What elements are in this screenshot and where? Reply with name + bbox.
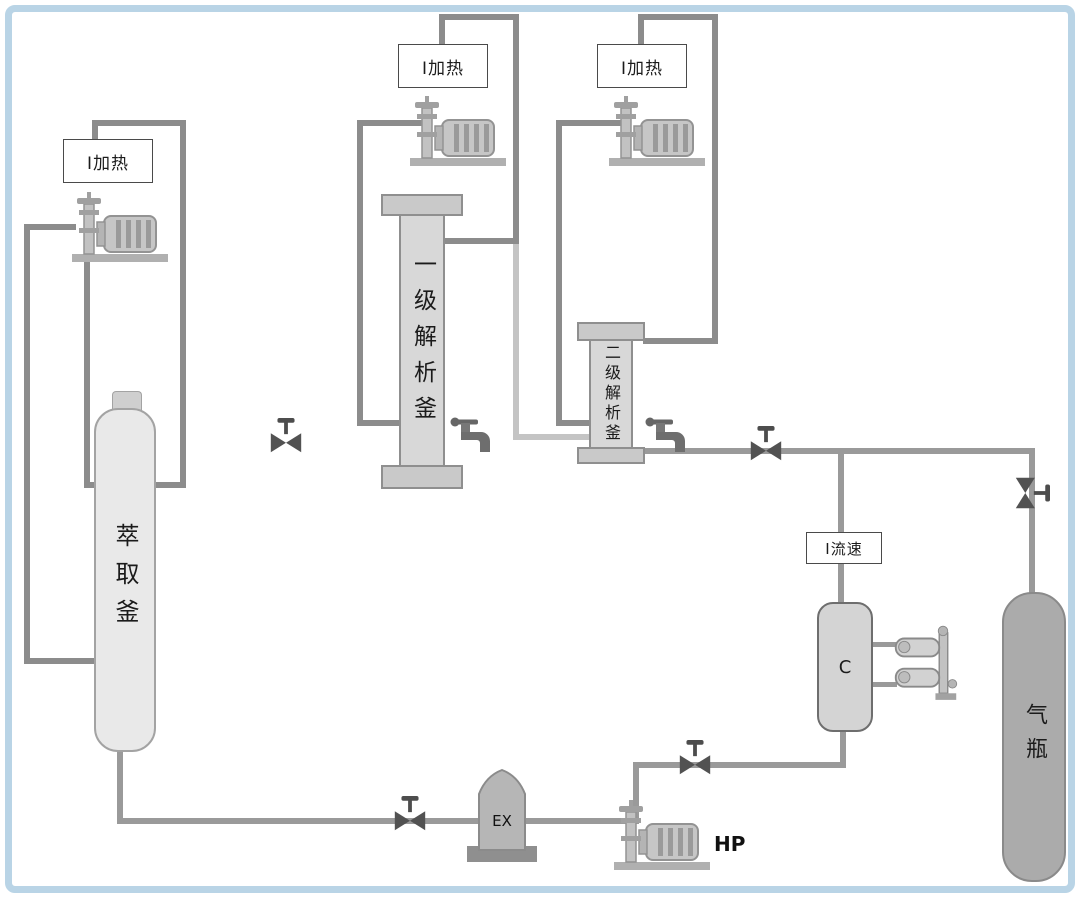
- extraction-vessel: 萃取釜: [94, 408, 156, 752]
- heater-box-left: Ⅰ加热: [63, 139, 153, 183]
- pipe: [84, 258, 90, 488]
- circulation-pump-left-icon: [70, 192, 170, 268]
- pipe: [867, 642, 897, 647]
- heater-box-left-label: Ⅰ加热: [86, 153, 129, 174]
- extraction-vessel-neck: [112, 391, 142, 411]
- pipe: [1029, 448, 1035, 594]
- faucet-icon-separator1: [448, 412, 502, 470]
- circulation-pump-right-icon: [607, 96, 707, 172]
- pipe: [24, 224, 76, 230]
- expander-unit: EX: [475, 768, 529, 852]
- pipe: [556, 120, 622, 126]
- condenser-label: C: [838, 656, 852, 678]
- pipe: [556, 420, 591, 426]
- pipe: [92, 120, 98, 142]
- heater-box-middle: Ⅰ加热: [398, 44, 488, 88]
- pipe: [556, 120, 562, 426]
- pipe: [357, 420, 401, 426]
- secondary-separator-column: 二级解析釜: [589, 335, 633, 453]
- pipe: [513, 14, 519, 244]
- pipe: [24, 224, 30, 664]
- pipe: [638, 14, 718, 20]
- heater-box-right: Ⅰ加热: [597, 44, 687, 88]
- pipe: [840, 726, 846, 768]
- pipe: [638, 14, 644, 46]
- pipe: [867, 682, 897, 687]
- extraction-vessel-label: 萃取釜: [111, 523, 139, 637]
- heater-box-middle-label: Ⅰ加热: [421, 58, 464, 79]
- heater-box-right-label: Ⅰ加热: [620, 58, 663, 79]
- expander-label: EX: [492, 812, 512, 830]
- pipe: [712, 14, 718, 344]
- primary-separator-column: 一级解析釜: [399, 212, 445, 471]
- high-pressure-pump-label: HP: [714, 832, 746, 856]
- pipe: [443, 238, 515, 244]
- pipe: [117, 818, 639, 824]
- valve-icon-extractor-outlet: [267, 416, 305, 462]
- pipe: [513, 244, 519, 440]
- pipe: [24, 658, 98, 664]
- primary-separator-bottom-flange: [381, 465, 463, 489]
- secondary-separator-bottom-flange: [577, 447, 645, 464]
- gas-cylinder: 气瓶: [1002, 592, 1066, 882]
- gas-cylinder-label: 气瓶: [1022, 703, 1047, 771]
- pipe: [633, 762, 639, 824]
- flow-meter-label: Ⅰ流速: [825, 539, 863, 558]
- valve-icon-condenser-outlet: [676, 738, 714, 784]
- flow-meter-box: Ⅰ流速: [806, 532, 882, 564]
- pipe: [643, 338, 718, 344]
- valve-icon-extractor-bottom: [391, 794, 429, 840]
- circulation-pump-middle-icon: [408, 96, 508, 172]
- valve-icon-gas-cylinder: [1006, 474, 1052, 512]
- pipe: [357, 120, 423, 126]
- pipe: [439, 14, 445, 46]
- pipe: [838, 448, 844, 606]
- compressor-icon: [892, 622, 960, 710]
- primary-separator-top-flange: [381, 194, 463, 216]
- pipe: [180, 120, 186, 488]
- high-pressure-pump-icon: [612, 800, 712, 876]
- pipe: [439, 14, 519, 20]
- faucet-icon-separator2: [643, 412, 697, 470]
- secondary-separator-label: 二级解析釜: [602, 344, 621, 444]
- condenser-vessel: C: [817, 602, 873, 732]
- secondary-separator-top-flange: [577, 322, 645, 341]
- pipe: [357, 120, 363, 426]
- primary-separator-label: 一级解析釜: [409, 251, 436, 432]
- valve-icon-separator2-outlet: [747, 424, 785, 470]
- pipe: [513, 434, 591, 440]
- pipe: [634, 762, 846, 768]
- pipe: [92, 120, 186, 126]
- pipe: [117, 746, 123, 824]
